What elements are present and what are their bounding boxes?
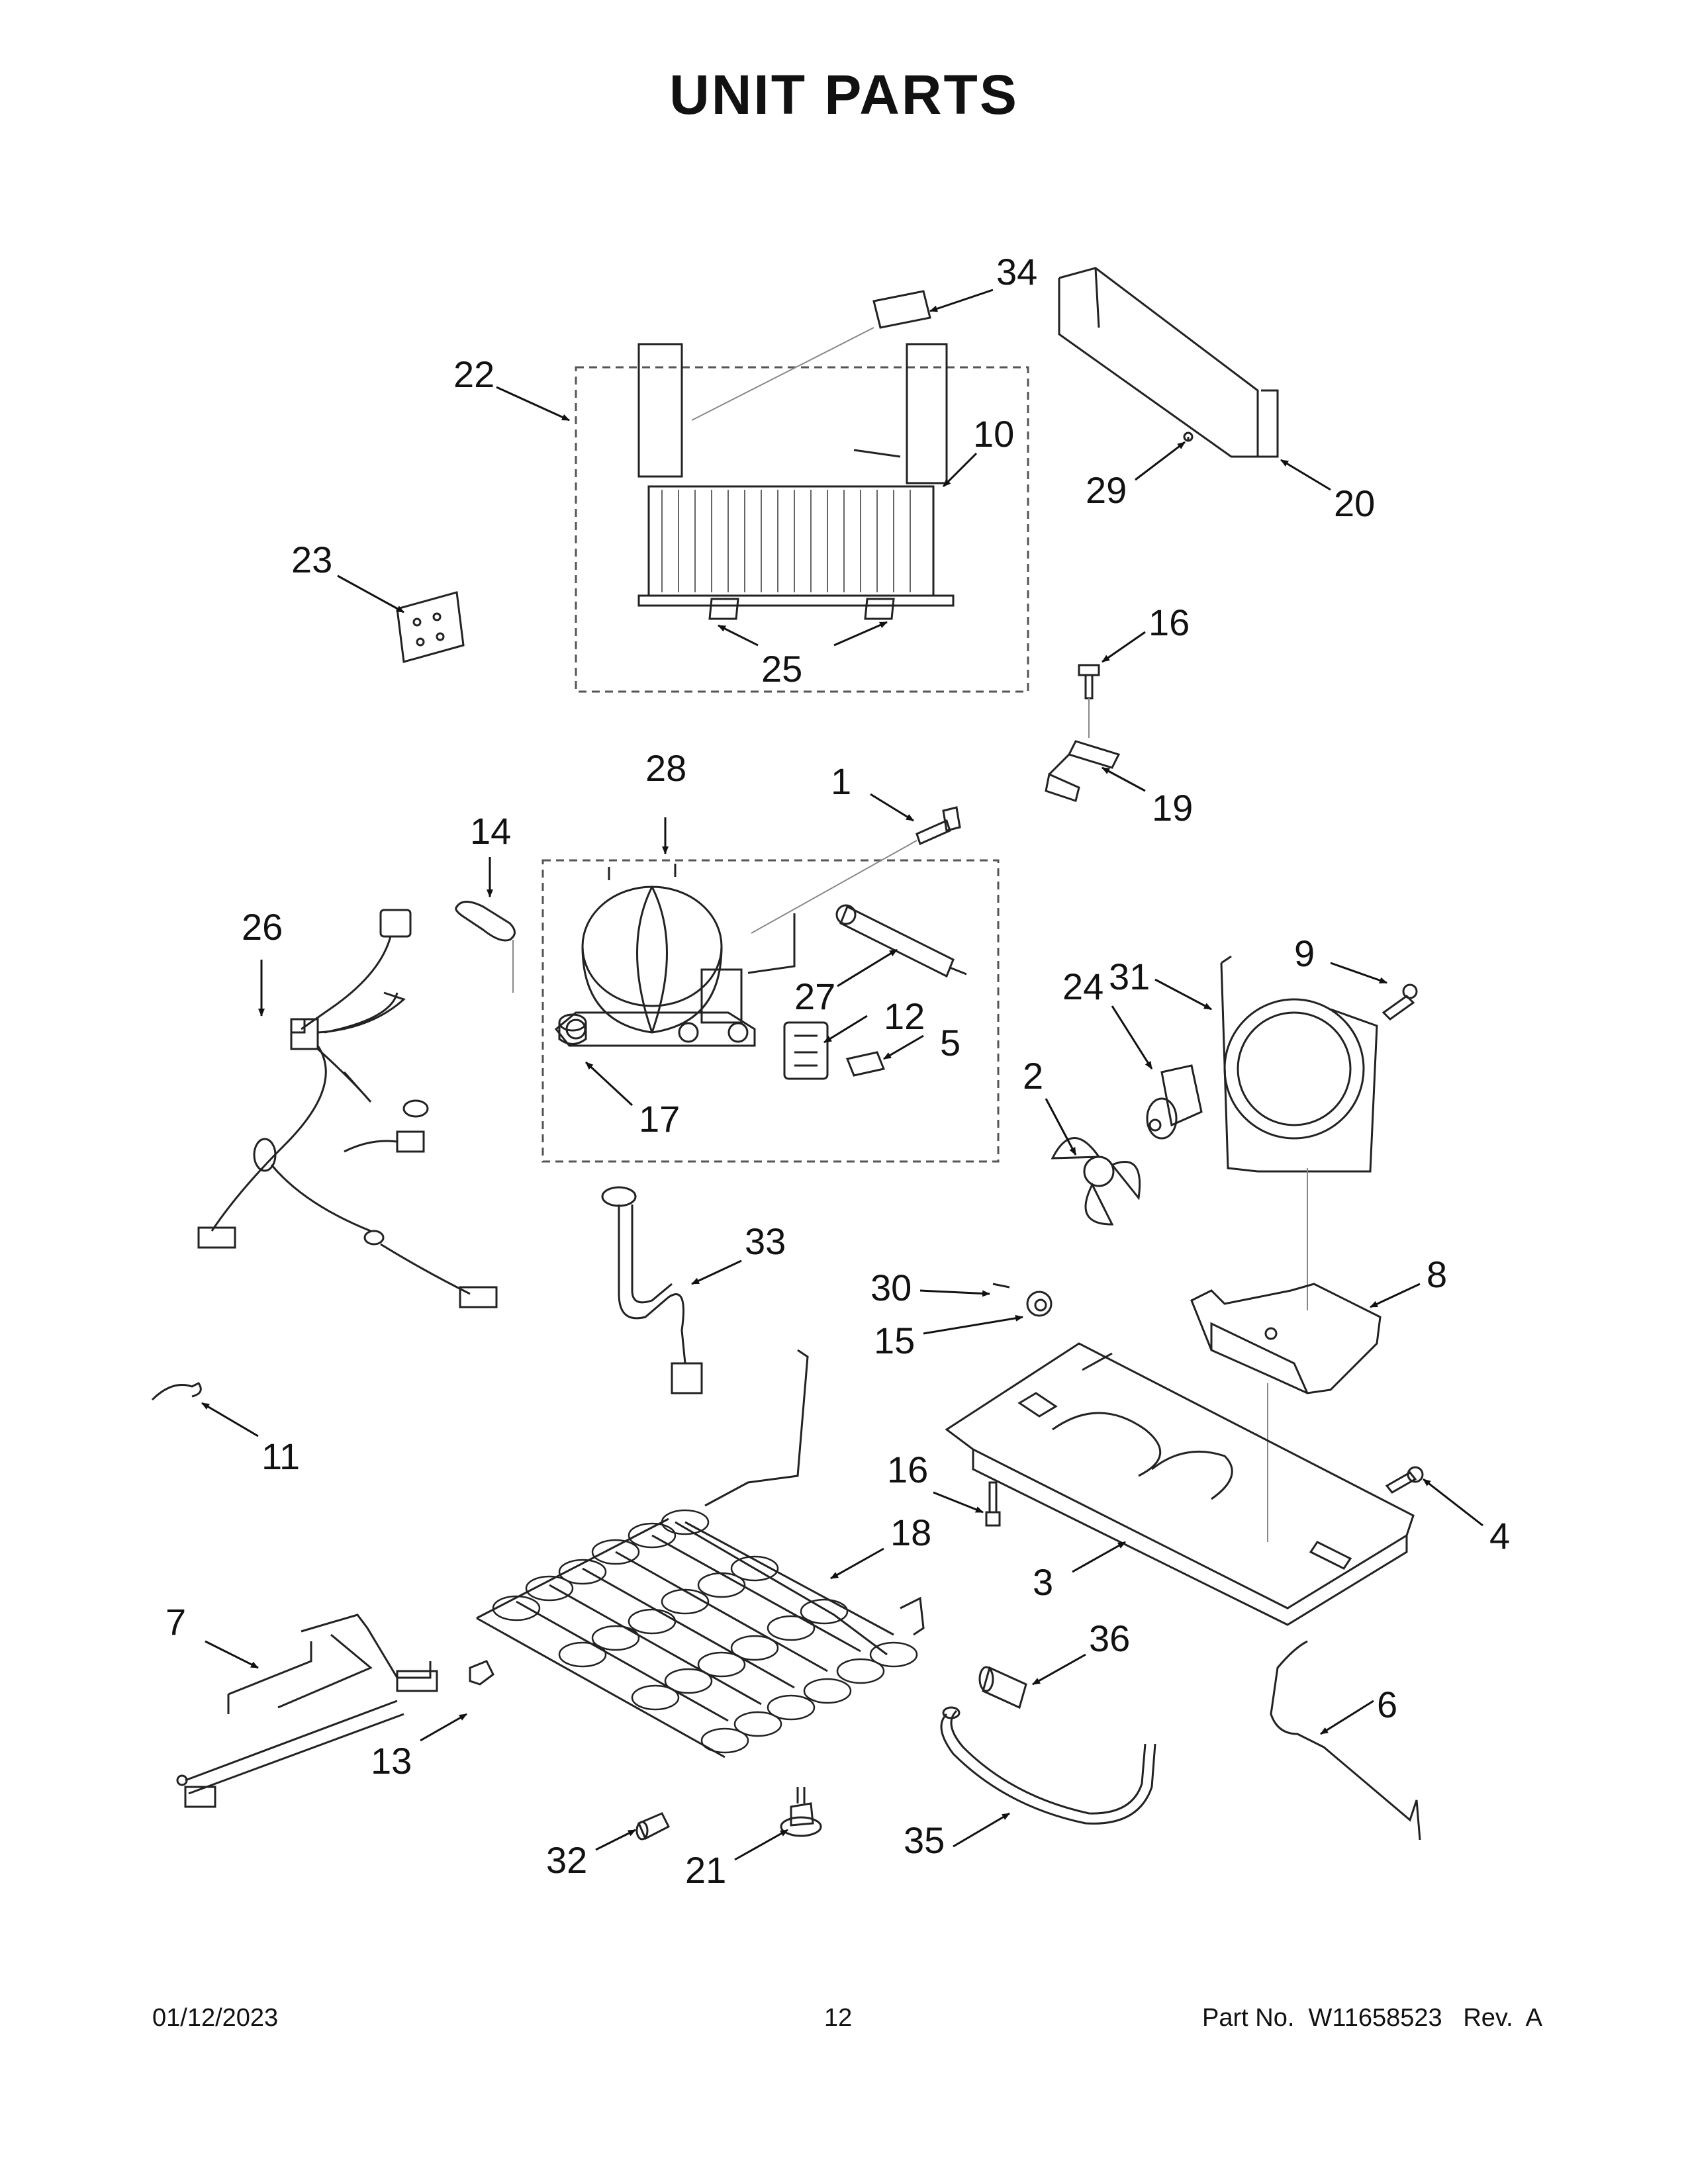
callout-17: 17 bbox=[639, 1098, 680, 1140]
part-21-thermostat bbox=[780, 1787, 822, 1837]
callout-16-bottom: 16 bbox=[887, 1449, 928, 1490]
part-9-screw bbox=[1382, 983, 1418, 1021]
callout-32: 32 bbox=[546, 1839, 587, 1881]
callout-27: 27 bbox=[794, 976, 835, 1017]
callout-33: 33 bbox=[745, 1220, 786, 1262]
part-24-fan-motor bbox=[1146, 1064, 1203, 1140]
part-16-screw-bottom bbox=[985, 1481, 1001, 1527]
part-17-grommet bbox=[558, 1013, 587, 1045]
callout-7: 7 bbox=[165, 1601, 186, 1643]
callout-36: 36 bbox=[1089, 1617, 1130, 1659]
callout-2: 2 bbox=[1023, 1055, 1043, 1097]
part-5-cap bbox=[845, 1051, 886, 1077]
callout-14: 14 bbox=[470, 810, 511, 852]
part-11-clip bbox=[151, 1382, 202, 1401]
callout-26: 26 bbox=[242, 906, 283, 948]
part-30-pin bbox=[992, 1283, 1010, 1289]
callout-6: 6 bbox=[1377, 1684, 1397, 1725]
part-15-bushing bbox=[1026, 1291, 1053, 1317]
part-19-clip bbox=[1045, 740, 1121, 802]
condenser-assembly bbox=[575, 343, 1029, 693]
part-32-sleeve bbox=[635, 1812, 671, 1841]
callout-13: 13 bbox=[371, 1740, 412, 1782]
part-2-fan-blade bbox=[1051, 1137, 1141, 1226]
part-27-drier bbox=[835, 904, 967, 978]
part-7-heater-harness bbox=[176, 1614, 438, 1808]
callout-4: 4 bbox=[1489, 1515, 1510, 1557]
part-33-drain-tube bbox=[601, 1186, 703, 1394]
part-1-bolt bbox=[751, 806, 961, 934]
callout-16-top: 16 bbox=[1149, 602, 1190, 643]
callout-21: 21 bbox=[685, 1849, 726, 1891]
callout-29: 29 bbox=[1086, 469, 1127, 511]
callout-labels: 34 22 10 20 29 23 25 16 19 28 1 14 26 27… bbox=[165, 251, 1510, 1891]
footer-page-number: 12 bbox=[824, 2004, 853, 2032]
callout-1: 1 bbox=[831, 760, 851, 802]
part-4-screw bbox=[1385, 1466, 1424, 1494]
part-31-fan-shroud bbox=[1220, 955, 1378, 1310]
callout-8: 8 bbox=[1427, 1253, 1447, 1295]
callout-31: 31 bbox=[1109, 956, 1150, 997]
callout-35: 35 bbox=[904, 1819, 945, 1861]
callout-25: 25 bbox=[761, 648, 802, 690]
callout-34: 34 bbox=[996, 251, 1037, 293]
part-12-relay bbox=[783, 1021, 829, 1080]
part-18-evaporator bbox=[476, 1349, 925, 1758]
callout-11: 11 bbox=[261, 1435, 300, 1477]
callout-19: 19 bbox=[1152, 787, 1193, 829]
callout-3: 3 bbox=[1033, 1561, 1053, 1603]
callout-24: 24 bbox=[1062, 966, 1103, 1007]
callout-15: 15 bbox=[874, 1320, 915, 1361]
part-16-screw-top bbox=[1078, 664, 1100, 738]
callout-12: 12 bbox=[884, 995, 925, 1037]
part-23-board bbox=[396, 591, 465, 663]
footer-part-number: Part No. W11658523 Rev. A bbox=[1202, 2004, 1542, 2032]
callout-30: 30 bbox=[870, 1267, 912, 1308]
footer-date: 01/12/2023 bbox=[152, 2004, 279, 2032]
callout-18: 18 bbox=[890, 1512, 931, 1553]
part-8-bracket bbox=[1190, 1283, 1382, 1542]
part-26-wire-harness bbox=[197, 909, 498, 1308]
part-14-strap bbox=[455, 901, 516, 993]
callout-23: 23 bbox=[291, 539, 332, 580]
part-35-drain-line bbox=[940, 1706, 1156, 1825]
callout-9: 9 bbox=[1294, 933, 1315, 974]
part-6-rod bbox=[1270, 1640, 1421, 1841]
callout-5: 5 bbox=[940, 1022, 961, 1064]
part-20-shield bbox=[1058, 267, 1279, 458]
part-36-tube bbox=[978, 1666, 1027, 1709]
leader-lines bbox=[201, 289, 1483, 1861]
part-13-clip bbox=[469, 1660, 494, 1686]
compressor-assembly bbox=[541, 859, 1000, 1163]
part-34-pad bbox=[691, 290, 931, 421]
callout-28: 28 bbox=[645, 747, 686, 789]
callout-22: 22 bbox=[453, 353, 494, 395]
callout-20: 20 bbox=[1334, 482, 1375, 524]
part-3-base-plate bbox=[945, 1342, 1415, 1626]
page-title: UNIT PARTS bbox=[669, 64, 1019, 126]
callout-10: 10 bbox=[973, 413, 1014, 455]
